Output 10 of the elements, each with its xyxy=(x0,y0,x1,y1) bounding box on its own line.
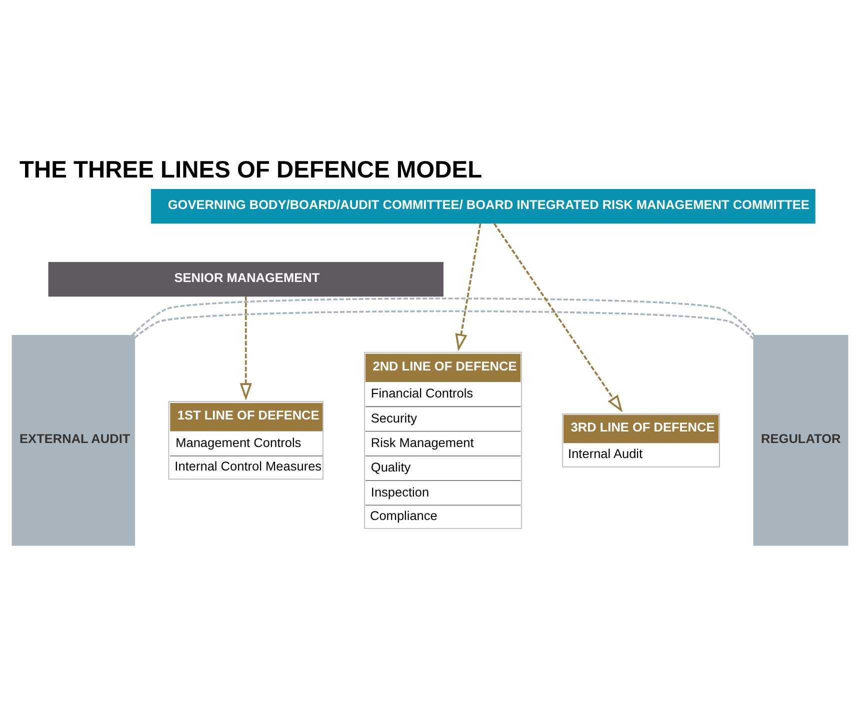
node-box: GOVERNING BODY/BOARD/AUDIT COMMITTEE/ BOARD INTEGRATED RISK MANAGEMENT COMMITTEE xyxy=(150,188,816,224)
node-box: EXTERNAL AUDIT xyxy=(12,334,135,546)
node-box: SENIOR MANAGEMENT xyxy=(48,262,444,297)
arrow xyxy=(240,296,252,400)
arrow xyxy=(494,223,623,412)
arrow xyxy=(455,223,482,352)
connector xyxy=(134,310,754,340)
connector xyxy=(131,298,755,336)
diagram-title: THE THREE LINES OF DEFENCE MODEL xyxy=(20,157,482,184)
node-box: REGULATOR xyxy=(753,334,848,546)
